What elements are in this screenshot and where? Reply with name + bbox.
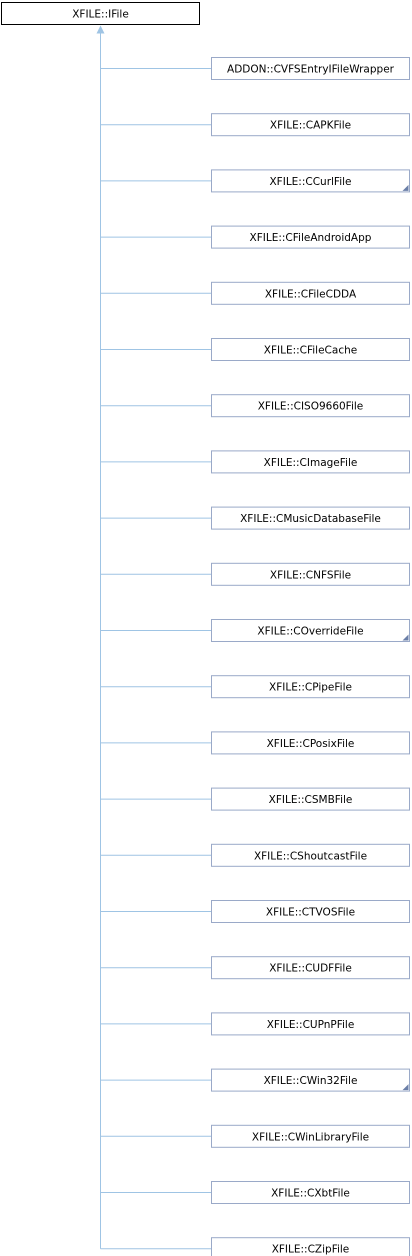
derived-class-box (211, 1068, 410, 1092)
derived-class-label: XFILE::CWinLibraryFile (252, 1131, 369, 1143)
derived-class-label: XFILE::CShoutcastFile (254, 850, 367, 862)
derived-class-node[interactable]: XFILE::CWin32File (211, 1068, 410, 1092)
derived-class-node[interactable]: XFILE::CPipeFile (211, 675, 410, 699)
derived-class-box (211, 506, 410, 530)
root-class-label: XFILE::IFile (72, 9, 129, 21)
derived-class-label: XFILE::CAPKFile (270, 120, 351, 132)
derived-class-label: XFILE::COverrideFile (257, 626, 363, 638)
derived-class-label: ADDON::CVFSEntryIFileWrapper (227, 64, 395, 76)
derived-class-node[interactable]: XFILE::CShoutcastFile (211, 843, 410, 867)
derived-class-box (211, 675, 410, 699)
derived-class-box (211, 225, 410, 249)
root-class-box (1, 2, 200, 25)
derived-class-label: XFILE::CNFSFile (270, 569, 351, 581)
derived-class-box (211, 1237, 410, 1256)
derived-class-box (211, 394, 410, 418)
derived-class-node[interactable]: XFILE::CXbtFile (211, 1181, 410, 1204)
derived-class-label: XFILE::CMusicDatabaseFile (240, 513, 381, 525)
derived-class-node[interactable]: XFILE::COverrideFile (211, 619, 410, 642)
more-derived-marker-icon (402, 184, 409, 191)
derived-class-node[interactable]: XFILE::CImageFile (211, 450, 410, 474)
derived-class-label: XFILE::CUDFFile (269, 963, 352, 975)
derived-class-node[interactable]: XFILE::CISO9660File (211, 394, 410, 418)
derived-class-node[interactable]: ADDON::CVFSEntryIFileWrapper (211, 57, 410, 80)
derived-class-node[interactable]: XFILE::CFileCDDA (211, 281, 410, 305)
derived-class-node[interactable]: XFILE::CFileAndroidApp (211, 225, 410, 249)
more-derived-marker-icon (402, 1084, 409, 1091)
derived-class-node[interactable]: XFILE::CSMBFile (211, 787, 410, 811)
derived-class-label: XFILE::CISO9660File (258, 401, 364, 413)
derived-class-node[interactable]: XFILE::CNFSFile (211, 562, 410, 586)
root-class-node[interactable]: XFILE::IFile (1, 2, 200, 25)
derived-class-node[interactable]: XFILE::CTVOSFile (211, 900, 410, 923)
more-derived-marker-icon (402, 634, 409, 641)
inheritance-edges (96, 25, 212, 1250)
derived-class-node[interactable]: XFILE::CFileCache (211, 338, 410, 361)
derived-class-box (211, 57, 410, 80)
derived-class-box (211, 1181, 410, 1204)
derived-class-node[interactable]: XFILE::CWinLibraryFile (211, 1124, 410, 1148)
derived-class-label: XFILE::CFileCache (264, 345, 357, 357)
derived-class-label: XFILE::CZipFile (272, 1244, 350, 1256)
derived-class-box (211, 1012, 410, 1036)
derived-class-box (211, 281, 410, 305)
derived-class-label: XFILE::CFileCDDA (265, 288, 357, 300)
derived-class-label: XFILE::CUPnPFile (267, 1019, 355, 1031)
derived-class-label: XFILE::CPipeFile (269, 682, 352, 694)
derived-class-node[interactable]: XFILE::CAPKFile (211, 113, 410, 137)
derived-class-box (211, 450, 410, 474)
derived-class-box (211, 1124, 410, 1148)
derived-class-node[interactable]: XFILE::CCurlFile (211, 169, 410, 193)
derived-class-box (211, 731, 410, 755)
derived-class-label: XFILE::CPosixFile (267, 738, 355, 750)
derived-class-box (211, 169, 410, 193)
derived-class-label: XFILE::CSMBFile (269, 794, 353, 806)
derived-class-label: XFILE::CFileAndroidApp (250, 232, 372, 244)
derived-class-label: XFILE::CXbtFile (271, 1188, 350, 1200)
derived-class-box (211, 843, 410, 867)
derived-class-node[interactable]: XFILE::CZipFile (211, 1237, 410, 1256)
derived-class-label: XFILE::CCurlFile (269, 176, 351, 188)
derived-class-box (211, 956, 410, 980)
derived-class-label: XFILE::CTVOSFile (266, 907, 355, 919)
derived-class-node[interactable]: XFILE::CPosixFile (211, 731, 410, 755)
derived-class-node[interactable]: XFILE::CUPnPFile (211, 1012, 410, 1036)
derived-class-box (211, 900, 410, 923)
derived-class-node[interactable]: XFILE::CMusicDatabaseFile (211, 506, 410, 530)
derived-class-label: XFILE::CWin32File (264, 1075, 358, 1087)
derived-class-label: XFILE::CImageFile (264, 457, 358, 469)
derived-class-box (211, 787, 410, 811)
derived-class-box (211, 619, 410, 642)
inheritance-arrowhead (96, 25, 105, 34)
derived-class-nodes: ADDON::CVFSEntryIFileWrapperXFILE::CAPKF… (211, 57, 410, 1256)
derived-class-node[interactable]: XFILE::CUDFFile (211, 956, 410, 980)
derived-class-box (211, 113, 410, 137)
derived-class-box (211, 562, 410, 586)
derived-class-box (211, 338, 410, 361)
